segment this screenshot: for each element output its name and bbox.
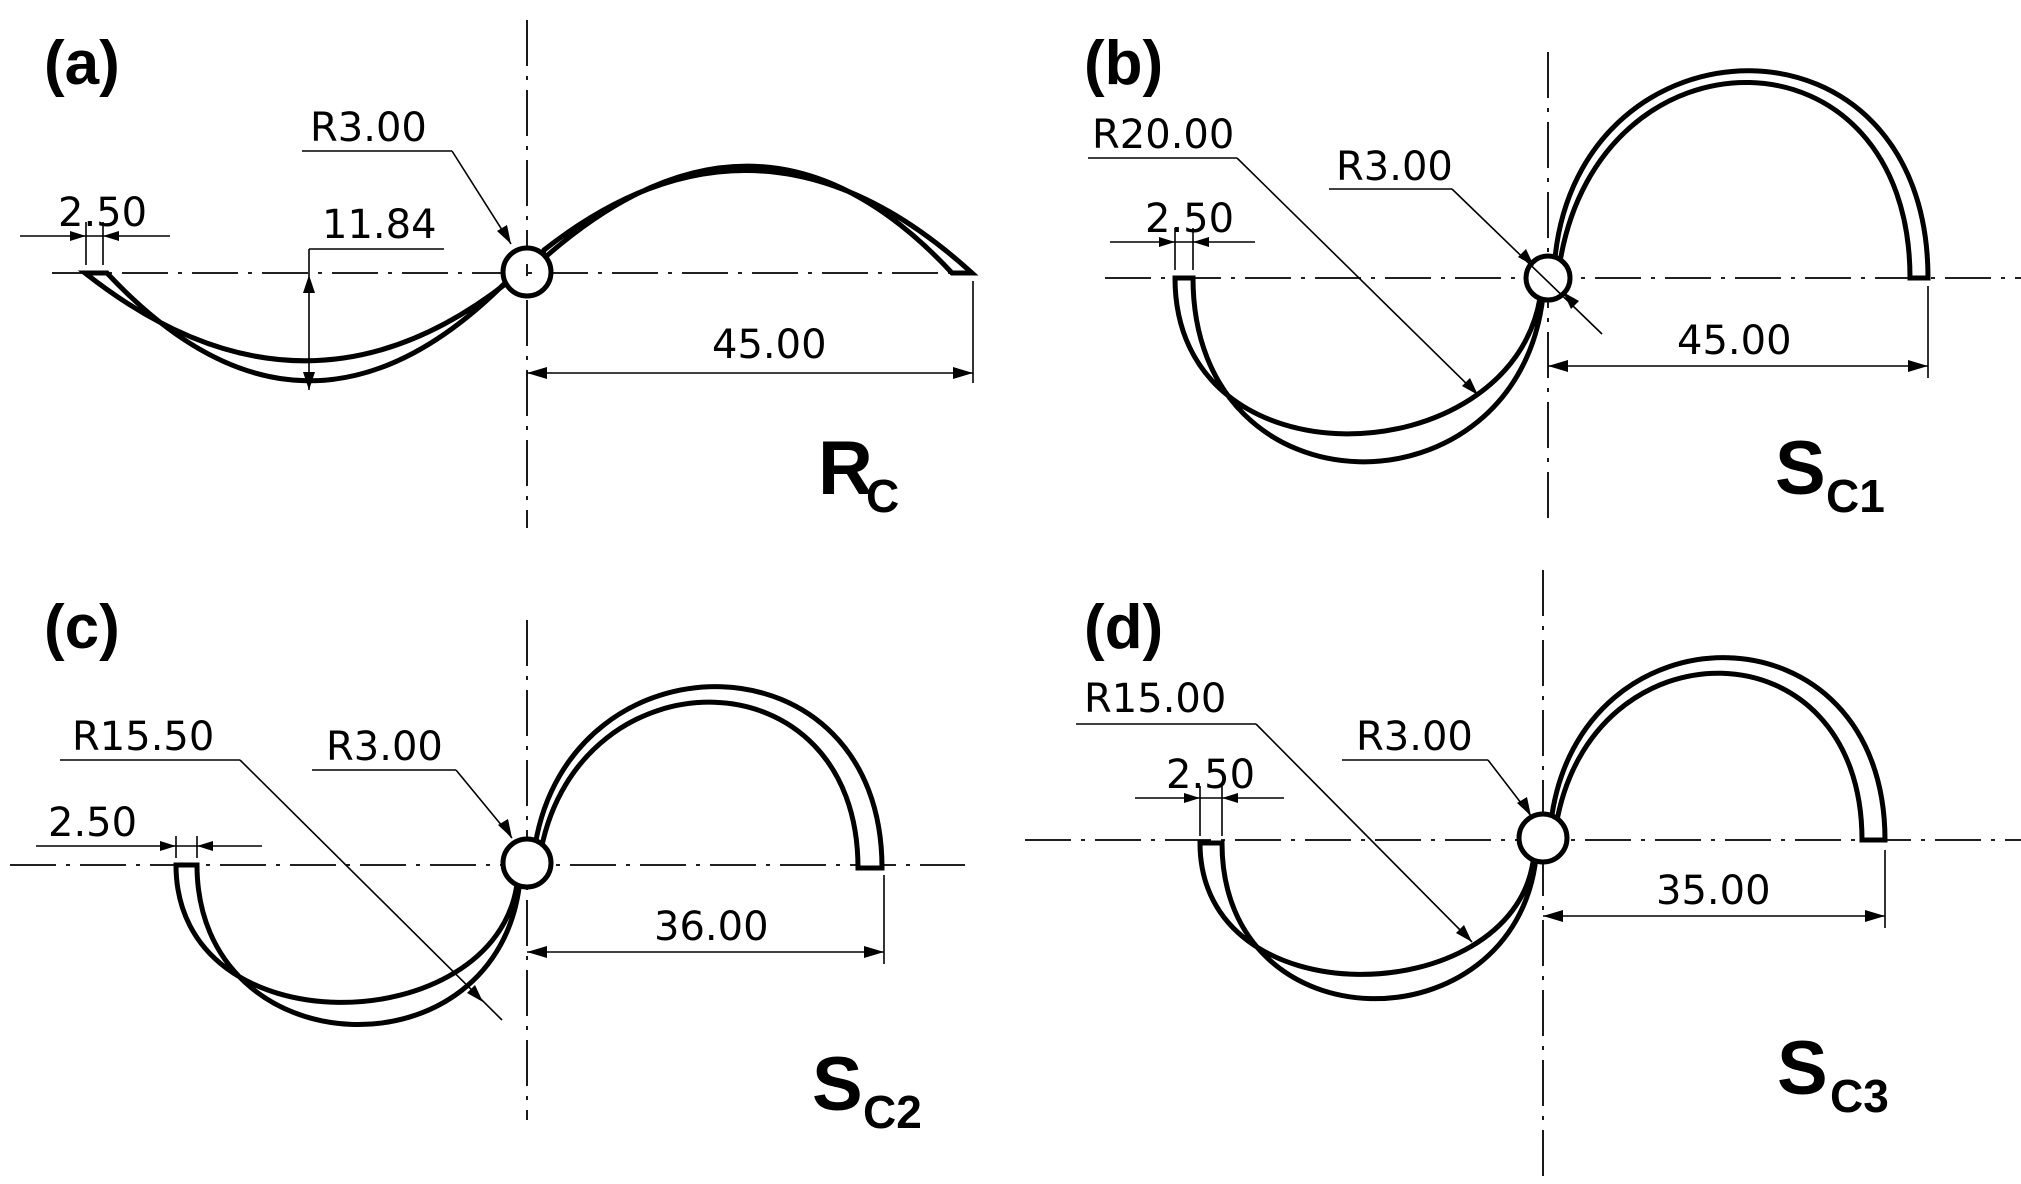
panel-c-specimen-name: S C2 bbox=[812, 1042, 922, 1138]
panel-b-thickness-dimension: 2.50 bbox=[1110, 196, 1255, 270]
panel-c: (c) 2.50 R15.50 R3.00 bbox=[10, 593, 965, 1138]
panel-b-label: (b) bbox=[1084, 29, 1163, 98]
svg-text:C1: C1 bbox=[1826, 470, 1885, 522]
svg-text:R: R bbox=[818, 426, 873, 511]
panel-d-thickness-value: 2.50 bbox=[1166, 752, 1255, 798]
panel-a-span-value: 45.00 bbox=[712, 322, 827, 368]
panel-a-depth-value: 11.84 bbox=[322, 202, 437, 248]
panel-a-upper-arc bbox=[538, 163, 979, 276]
panel-c-span-value: 36.00 bbox=[654, 904, 769, 950]
panel-b-lower-arc bbox=[1172, 275, 1547, 465]
panel-d-arc-radius-value: R15.00 bbox=[1084, 676, 1226, 722]
panel-a-depth-dimension: 11.84 bbox=[303, 202, 444, 390]
panel-c-thickness-value: 2.50 bbox=[48, 800, 137, 846]
panel-d-thickness-dimension: 2.50 bbox=[1135, 752, 1284, 836]
svg-text:S: S bbox=[812, 1042, 863, 1127]
panel-b-span-value: 45.00 bbox=[1677, 318, 1792, 364]
panel-a-thickness-dimension: 2.50 bbox=[20, 190, 170, 265]
panel-c-lower-arc bbox=[173, 862, 524, 1028]
panel-d-span-value: 35.00 bbox=[1656, 868, 1771, 914]
panel-b-specimen-name: S C1 bbox=[1775, 426, 1885, 522]
panel-d-joint bbox=[1516, 811, 1570, 865]
panel-d-upper-arc bbox=[1548, 655, 1888, 843]
panel-a-joint-radius-dimension: R3.00 bbox=[302, 105, 512, 245]
panel-d-arc-radius-dimension: R15.00 bbox=[1076, 676, 1473, 943]
svg-text:C2: C2 bbox=[863, 1086, 922, 1138]
panel-c-label: (c) bbox=[44, 593, 120, 662]
panel-a-label: (a) bbox=[44, 29, 120, 98]
panel-b-span-dimension: 45.00 bbox=[1548, 286, 1929, 378]
svg-text:C: C bbox=[866, 470, 899, 522]
svg-text:C3: C3 bbox=[1830, 1070, 1889, 1122]
panel-c-span-dimension: 36.00 bbox=[527, 875, 885, 964]
panel-b-joint-radius-value: R3.00 bbox=[1336, 144, 1453, 190]
panel-b-arc-radius-dimension: R20.00 bbox=[1088, 112, 1479, 396]
panel-a-joint-radius-value: R3.00 bbox=[310, 105, 427, 151]
panel-b-arc-radius-value: R20.00 bbox=[1092, 112, 1234, 158]
panel-a-joint bbox=[500, 245, 554, 299]
panel-c-upper-arc bbox=[532, 684, 885, 871]
panel-a-span-dimension: 45.00 bbox=[527, 281, 974, 383]
svg-text:S: S bbox=[1775, 426, 1826, 511]
panel-d-joint-radius-dimension: R3.00 bbox=[1342, 714, 1532, 817]
panel-a-specimen-name: R C bbox=[818, 426, 899, 522]
panel-c-profile bbox=[173, 684, 885, 1028]
panel-b-joint bbox=[1523, 253, 1573, 303]
panel-a-thickness-value: 2.50 bbox=[58, 190, 147, 236]
panel-d-joint-radius-value: R3.00 bbox=[1356, 714, 1473, 760]
panel-d: (d) 2.50 R15.00 R3.00 bbox=[1025, 570, 2021, 1184]
panel-c-joint-radius-dimension: R3.00 bbox=[312, 724, 513, 839]
panel-d-span-dimension: 35.00 bbox=[1543, 850, 1886, 928]
panel-c-joint-radius-value: R3.00 bbox=[326, 724, 443, 770]
panel-d-label: (d) bbox=[1084, 593, 1163, 662]
panel-b-thickness-value: 2.50 bbox=[1145, 196, 1234, 242]
panel-b: (b) 2.50 R20.00 R3.00 bbox=[1084, 29, 2021, 522]
panel-d-lower-arc bbox=[1197, 840, 1540, 1002]
panel-c-arc-radius-value: R15.50 bbox=[72, 714, 214, 760]
panel-b-upper-arc bbox=[1552, 68, 1931, 281]
panel-c-thickness-dimension: 2.50 bbox=[36, 800, 262, 858]
panel-b-profile bbox=[1172, 68, 1931, 465]
panel-c-joint bbox=[500, 836, 554, 890]
panel-c-arc-radius-dimension: R15.50 bbox=[60, 714, 503, 1021]
panel-d-profile bbox=[1197, 655, 1888, 1002]
panel-a-profile bbox=[77, 163, 979, 384]
panel-a-lower-arc bbox=[77, 270, 513, 384]
panel-d-specimen-name: S C3 bbox=[1777, 1026, 1889, 1122]
panel-a: (a) 2.50 11.84 bbox=[20, 20, 979, 528]
svg-text:S: S bbox=[1777, 1026, 1828, 1111]
panel-b-joint-radius-dimension: R3.00 bbox=[1329, 144, 1603, 335]
